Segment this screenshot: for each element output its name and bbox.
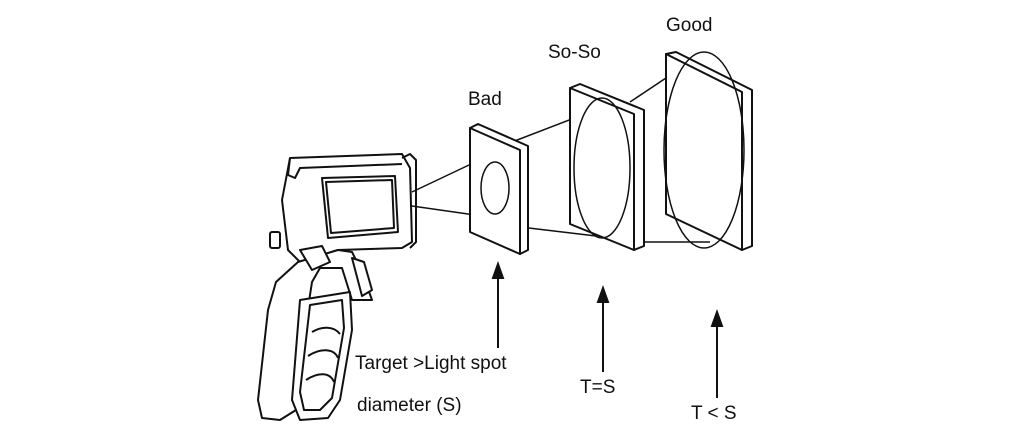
label-t-equals-s: T=S (580, 377, 616, 398)
label-t-less-s: T < S (691, 403, 737, 424)
label-target-line2: diameter (S) (357, 395, 462, 416)
arrows (491, 261, 724, 398)
thermometer-gun-icon (257, 153, 417, 421)
frame-bad (469, 123, 529, 255)
label-so-so: So-So (548, 42, 601, 63)
label-target-line1: Target >Light spot (355, 353, 507, 374)
arrow-up-icon (596, 285, 610, 372)
frame-so-so (569, 83, 645, 251)
label-good: Good (666, 15, 713, 36)
arrow-up-icon (491, 261, 505, 348)
arrow-up-icon (710, 309, 724, 398)
label-bad: Bad (468, 89, 502, 110)
frame-good (663, 51, 753, 251)
